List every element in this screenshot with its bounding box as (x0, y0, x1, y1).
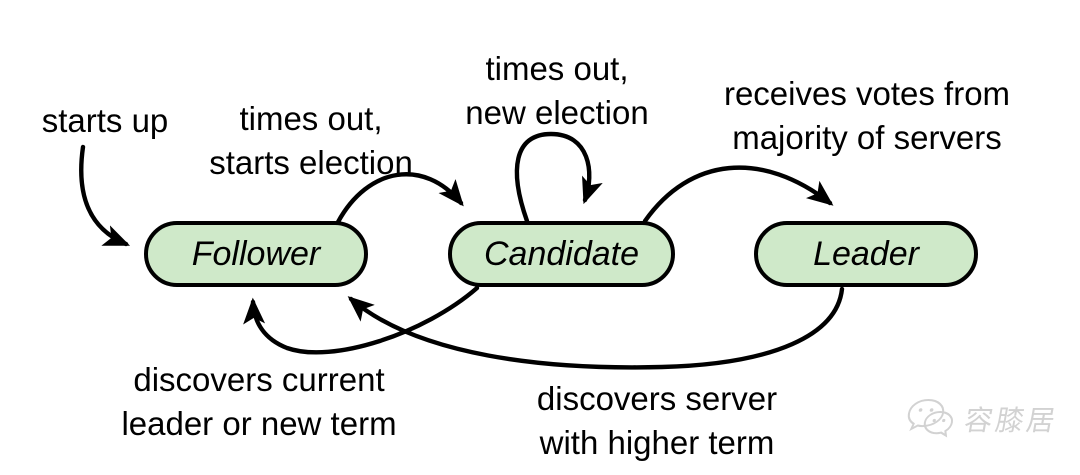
arrow-candidate-to-leader (642, 165, 834, 224)
edge-label-starts-up: starts up (41, 102, 169, 139)
wechat-icon (907, 398, 954, 438)
arrow-start-to-follower (79, 144, 131, 247)
edge-label-discovers-current-leader: discovers current leader or new term (121, 361, 397, 442)
watermark: 容膝居 (901, 398, 1061, 440)
node-candidate: Candidate (448, 221, 675, 287)
edge-label-receives-votes: receives votes from majority of servers (723, 75, 1011, 156)
watermark-text: 容膝居 (962, 405, 1061, 436)
arrow-candidate-to-follower (243, 285, 480, 355)
edge-label-discovers-higher-term: discovers server with higher term (536, 380, 778, 461)
node-leader-label: Leader (813, 234, 919, 273)
node-leader: Leader (754, 221, 978, 287)
node-candidate-label: Candidate (483, 234, 639, 273)
edge-label-times-out-new-election: times out, new election (465, 50, 649, 131)
edge-label-times-out-starts-election: times out, starts election (209, 100, 413, 181)
node-follower: Follower (144, 221, 368, 287)
arrow-leader-to-follower (347, 286, 845, 370)
arrow-candidate-self-loop (514, 131, 603, 224)
node-follower-label: Follower (191, 234, 321, 273)
